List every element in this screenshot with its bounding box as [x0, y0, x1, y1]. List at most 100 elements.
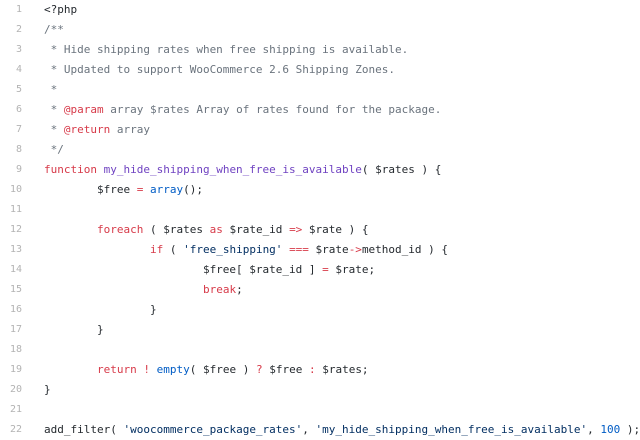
code-token: $rates;	[315, 363, 369, 376]
line-number: 14	[9, 264, 22, 275]
code-token: method_id ) {	[361, 243, 449, 256]
code-line: 8 */	[0, 140, 640, 160]
code-token: return	[96, 363, 137, 376]
code-token	[44, 243, 150, 256]
line-number: 2	[15, 24, 22, 35]
code-text: $free = array();	[44, 180, 203, 200]
line-number: 19	[9, 364, 22, 375]
code-token: 'free_shipping'	[183, 243, 283, 256]
code-line: 20}	[0, 380, 640, 400]
code-token	[44, 223, 97, 236]
code-line: 10 $free = array();	[0, 180, 640, 200]
code-text: function my_hide_shipping_when_free_is_a…	[44, 160, 441, 180]
code-line: 17 }	[0, 320, 640, 340]
line-number: 21	[9, 404, 22, 415]
code-token: ,	[587, 423, 601, 436]
code-token: @return	[63, 123, 111, 136]
code-token: ();	[183, 183, 203, 196]
code-token: array	[110, 123, 150, 136]
code-line: 11	[0, 200, 640, 220]
code-text: }	[44, 380, 51, 400]
code-line: 14 $free[ $rate_id ] = $rate;	[0, 260, 640, 280]
code-text: *	[44, 80, 58, 100]
code-token: (	[163, 243, 184, 256]
code-token: * Hide shipping rates when free shipping…	[44, 43, 409, 56]
line-number: 17	[9, 324, 22, 335]
code-line: 1<?php	[0, 0, 640, 20]
code-token	[150, 363, 157, 376]
code-token: $rate_id	[222, 223, 290, 236]
line-number: 3	[15, 44, 22, 55]
code-text: * @return array	[44, 120, 150, 140]
line-number: 15	[9, 284, 22, 295]
code-text: if ( 'free_shipping' === $rate->method_i…	[44, 240, 448, 260]
code-line: 13 if ( 'free_shipping' === $rate->metho…	[0, 240, 640, 260]
code-text: add_filter( 'woocommerce_package_rates',…	[44, 420, 640, 440]
code-text: * @param array $rates Array of rates fou…	[44, 100, 442, 120]
code-token: break	[202, 283, 237, 296]
code-text: /**	[44, 20, 64, 40]
code-token: add_filter(	[44, 423, 124, 436]
code-line: 16 }	[0, 300, 640, 320]
code-text: }	[44, 320, 104, 340]
code-line: 3 * Hide shipping rates when free shippi…	[0, 40, 640, 60]
code-text: $free[ $rate_id ] = $rate;	[44, 260, 375, 280]
code-token: $free	[44, 183, 137, 196]
code-token: 'my_hide_shipping_when_free_is_available…	[315, 423, 588, 436]
code-token: if	[149, 243, 164, 256]
code-token: $rate	[308, 243, 349, 256]
line-number: 13	[9, 244, 22, 255]
code-token: ->	[348, 243, 362, 256]
code-text: break;	[44, 280, 243, 300]
code-token: array	[149, 183, 184, 196]
line-number: 10	[9, 184, 22, 195]
code-token: */	[44, 143, 64, 156]
line-number: 9	[15, 164, 22, 175]
code-line: 5 *	[0, 80, 640, 100]
code-text: <?php	[44, 0, 77, 20]
line-number: 5	[15, 84, 22, 95]
code-token: foreach	[96, 223, 144, 236]
code-token: * Updated to support WooCommerce 2.6 Shi…	[44, 63, 395, 76]
line-number: 20	[9, 384, 22, 395]
code-token: empty	[156, 363, 190, 376]
code-token: ?	[255, 363, 263, 376]
code-token: function	[44, 163, 97, 176]
code-token: !	[143, 363, 150, 376]
code-token: @param	[63, 103, 104, 116]
code-line: 19 return ! empty( $free ) ? $free : $ra…	[0, 360, 640, 380]
code-token: $rate;	[328, 263, 376, 276]
code-token: my_hide_shipping_when_free_is_available	[103, 163, 362, 176]
line-number: 6	[15, 104, 22, 115]
code-token: =	[322, 263, 329, 276]
code-line: 6 * @param array $rates Array of rates f…	[0, 100, 640, 120]
code-token	[44, 363, 97, 376]
line-number: 8	[15, 144, 22, 155]
code-token: =	[136, 183, 144, 196]
code-text: * Updated to support WooCommerce 2.6 Shi…	[44, 60, 395, 80]
line-number: 16	[9, 304, 22, 315]
code-token: 'woocommerce_package_rates'	[123, 423, 303, 436]
code-text: * Hide shipping rates when free shipping…	[44, 40, 409, 60]
code-line: 9 function my_hide_shipping_when_free_is_…	[0, 160, 640, 180]
code-line: 15 break;	[0, 280, 640, 300]
code-token: }	[44, 303, 157, 316]
code-token: $free[ $rate_id ]	[44, 263, 323, 276]
code-text: return ! empty( $free ) ? $free : $rates…	[44, 360, 369, 380]
code-token: as	[209, 223, 223, 236]
code-token: 100	[600, 423, 621, 436]
code-token: ;	[236, 283, 243, 296]
code-token	[97, 163, 104, 176]
code-token: ( $rates	[143, 223, 210, 236]
code-token: /**	[44, 23, 64, 36]
code-token	[44, 283, 203, 296]
code-token: $rate ) {	[302, 223, 369, 236]
code-token: :	[308, 363, 316, 376]
code-token: *	[44, 83, 58, 96]
code-token: ( $rates ) {	[361, 163, 442, 176]
line-number: 11	[9, 204, 22, 215]
line-number: 7	[15, 124, 22, 135]
line-number: 22	[9, 424, 22, 435]
code-token: *	[44, 123, 64, 136]
code-token	[143, 183, 150, 196]
